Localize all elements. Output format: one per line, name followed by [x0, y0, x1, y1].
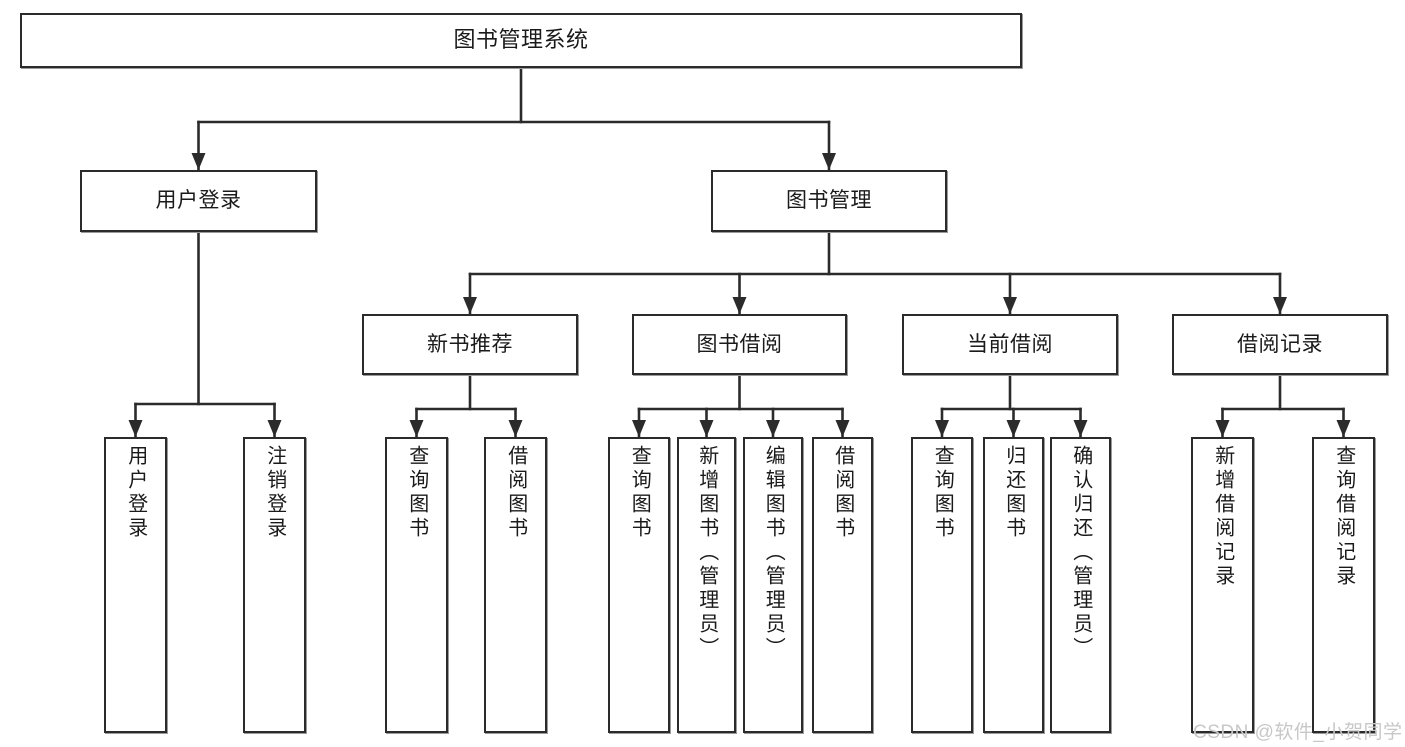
node-label: 当前借阅: [967, 332, 1053, 356]
node-book-manage[interactable]: 图书管理: [711, 170, 947, 232]
node-label: 归还图书: [1002, 445, 1025, 541]
arrowhead-icon: [1336, 420, 1351, 437]
node-new-book-rec[interactable]: 新书推荐: [362, 314, 578, 375]
arrowhead-icon: [732, 297, 747, 314]
arrowhead-icon: [508, 420, 523, 437]
node-label: 用户登录: [124, 445, 147, 541]
arrowhead-icon: [128, 420, 143, 437]
arrowhead-icon: [267, 420, 282, 437]
arrowhead-icon: [1003, 297, 1017, 314]
node-label: 新增图书（管理员）: [695, 445, 718, 661]
node-label: 借阅记录: [1237, 332, 1323, 356]
node-label: 新书推荐: [427, 332, 513, 356]
node-label: 确认归还（管理员）: [1069, 445, 1092, 661]
node-leaf-user-login[interactable]: 用户登录: [104, 437, 167, 733]
node-leaf-edit-book[interactable]: 编辑图书（管理员）: [743, 437, 803, 733]
arrowhead-icon: [1006, 420, 1021, 437]
node-user-login[interactable]: 用户登录: [80, 170, 317, 232]
node-label: 借阅图书: [504, 445, 527, 541]
arrowhead-icon: [822, 153, 836, 170]
arrowhead-icon: [632, 420, 646, 437]
arrowhead-icon: [1073, 420, 1088, 437]
node-leaf-return[interactable]: 归还图书: [983, 437, 1044, 733]
arrowhead-icon: [766, 420, 780, 437]
node-leaf-logout[interactable]: 注销登录: [243, 437, 306, 733]
node-leaf-add-book[interactable]: 新增图书（管理员）: [677, 437, 736, 733]
node-label: 借阅图书: [831, 445, 854, 541]
arrowhead-icon: [699, 420, 714, 437]
arrowhead-icon: [191, 153, 206, 170]
node-label: 查询图书: [628, 445, 651, 541]
node-label: 图书管理: [786, 189, 872, 213]
arrowhead-icon: [935, 420, 949, 437]
node-label: 注销登录: [263, 445, 286, 541]
node-leaf-borrow-1[interactable]: 借阅图书: [484, 437, 547, 733]
node-label: 图书管理系统: [453, 27, 589, 53]
node-label: 查询借阅记录: [1332, 445, 1355, 589]
node-label: 新增借阅记录: [1211, 445, 1234, 589]
node-leaf-query-3[interactable]: 查询图书: [911, 437, 973, 733]
arrowhead-icon: [463, 297, 477, 314]
node-borrow-record[interactable]: 借阅记录: [1172, 314, 1388, 375]
arrowhead-icon: [1273, 297, 1287, 314]
arrowhead-icon: [409, 420, 424, 437]
node-leaf-query-1[interactable]: 查询图书: [385, 437, 448, 733]
node-book-borrow[interactable]: 图书借阅: [632, 314, 847, 375]
node-label: 查询图书: [405, 445, 428, 541]
node-current-borrow[interactable]: 当前借阅: [902, 314, 1118, 375]
node-leaf-borrow-2[interactable]: 借阅图书: [812, 437, 873, 733]
node-label: 编辑图书（管理员）: [762, 445, 785, 661]
node-leaf-confirm[interactable]: 确认归还（管理员）: [1050, 437, 1111, 733]
arrowhead-icon: [835, 420, 850, 437]
node-leaf-add-rec[interactable]: 新增借阅记录: [1191, 437, 1254, 733]
node-root[interactable]: 图书管理系统: [20, 13, 1022, 68]
node-label: 用户登录: [155, 189, 242, 213]
arrowhead-icon: [1215, 420, 1230, 437]
node-leaf-query-2[interactable]: 查询图书: [608, 437, 670, 733]
node-leaf-query-rec[interactable]: 查询借阅记录: [1312, 437, 1375, 733]
node-label: 图书借阅: [696, 332, 783, 356]
node-label: 查询图书: [931, 445, 954, 541]
